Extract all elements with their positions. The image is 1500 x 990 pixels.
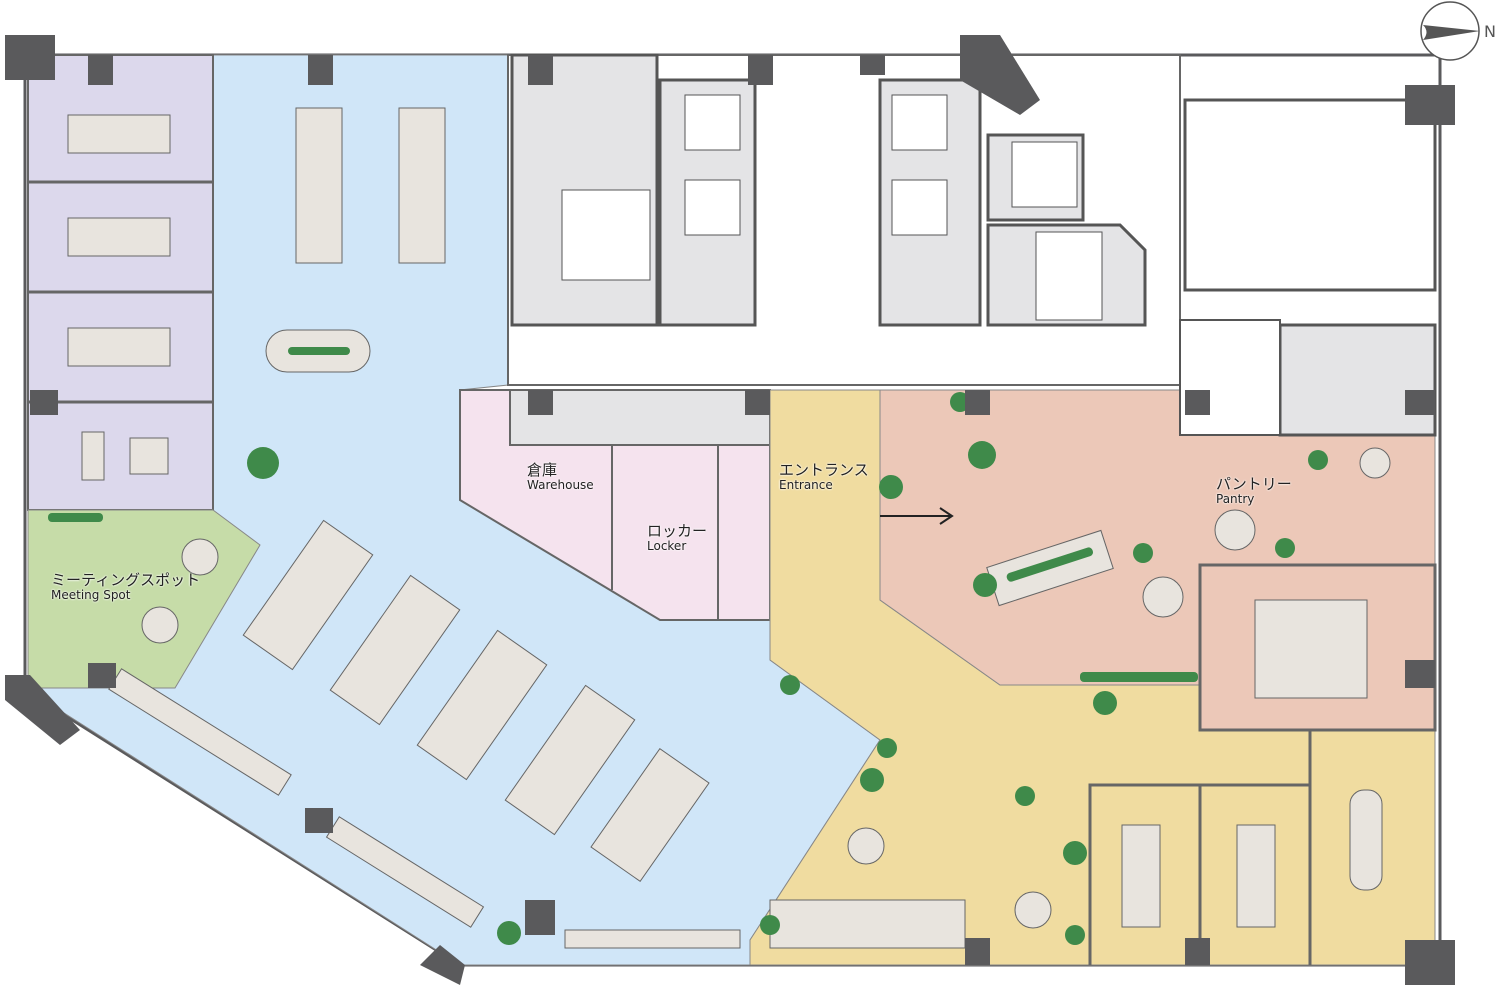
locker-en: Locker [647,539,687,554]
meeting-spot-en: Meeting Spot [51,588,131,603]
label-locker: ロッカー Locker [647,522,708,554]
pantry-en: Pantry [1216,492,1255,507]
locker-jp: ロッカー [647,522,708,540]
building-core [507,53,1437,437]
label-meeting-spot: ミーティングスポット Meeting Spot [51,571,201,603]
label-entrance: エントランス Entrance [779,461,869,493]
warehouse-en: Warehouse [527,478,594,493]
entrance-jp: エントランス [779,461,869,479]
structural-columns [5,35,1455,985]
plants [48,347,1328,945]
meeting-spot-jp: ミーティングスポット [51,571,201,589]
small-meeting-rooms [1088,730,1312,965]
entrance-en: Entrance [779,478,833,493]
label-pantry: パントリー Pantry [1216,475,1292,507]
north-arrow-icon [1420,1,1480,61]
meeting-rooms [27,54,214,511]
desk-clusters [108,107,966,949]
north-label: N [1484,22,1496,41]
label-warehouse: 倉庫 Warehouse [527,461,594,493]
warehouse-jp: 倉庫 [527,461,558,479]
pantry-jp: パントリー [1216,475,1292,493]
